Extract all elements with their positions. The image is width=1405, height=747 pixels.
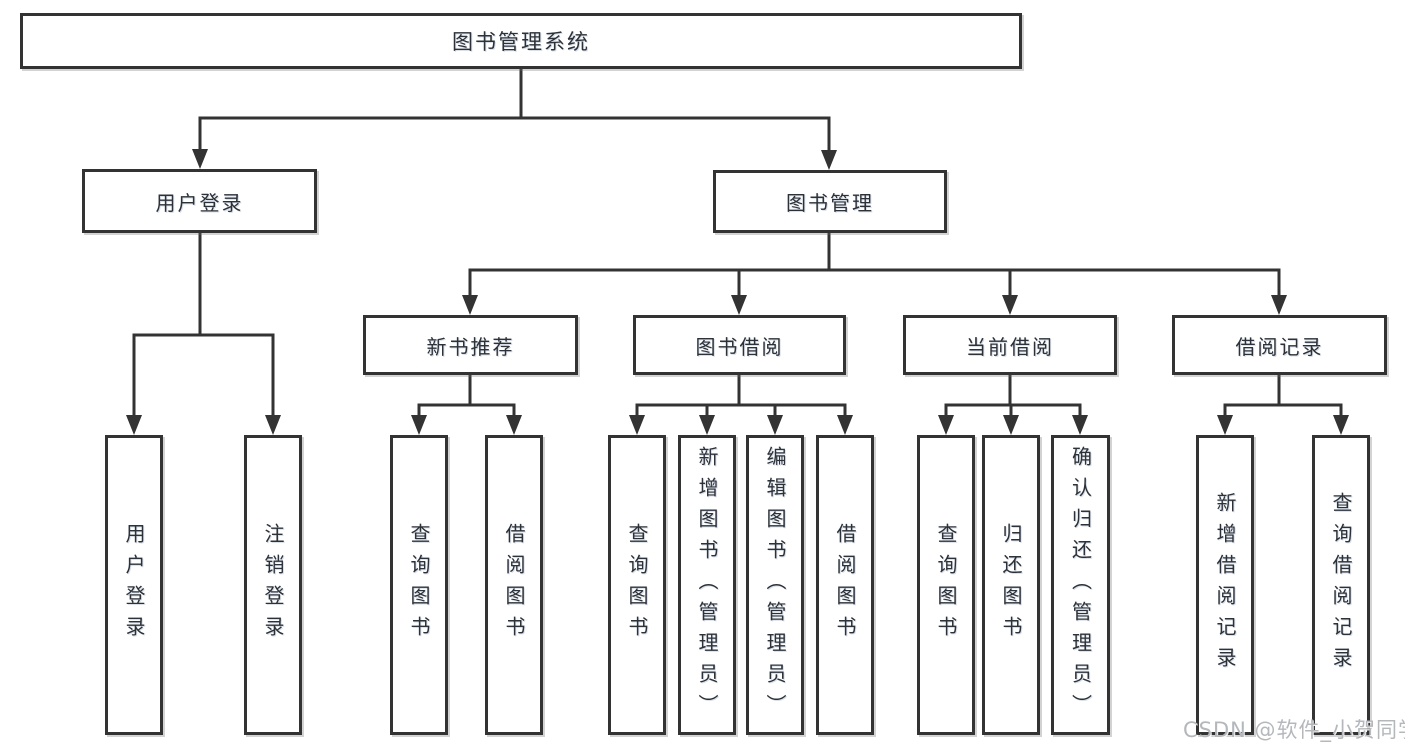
node-user-login: 用户登录 (82, 169, 317, 233)
node-leaf-borrow-books-2: 借阅图书 (816, 435, 874, 735)
node-label: 注销登录 (261, 523, 285, 647)
node-label: 查询借阅记录 (1329, 492, 1353, 678)
node-label: 用户登录 (155, 190, 244, 215)
arrowhead-icon (1072, 415, 1088, 435)
node-leaf-add-borrow-record: 新增借阅记录 (1196, 435, 1254, 735)
node-leaf-edit-books-admin: 编辑图书（管理员） (746, 435, 804, 735)
arrowhead-icon (938, 415, 954, 435)
arrowhead-icon (767, 415, 783, 435)
node-leaf-logout: 注销登录 (244, 435, 302, 735)
arrowhead-icon (1002, 295, 1018, 315)
node-leaf-query-books-1: 查询图书 (390, 435, 448, 735)
node-leaf-confirm-return-admin: 确认归还（管理员） (1051, 435, 1110, 735)
csdn-watermark: CSDN @软件_小贺同学 (1183, 718, 1405, 742)
node-leaf-user-login: 用户登录 (105, 435, 163, 735)
node-label: 新书推荐 (426, 334, 515, 359)
node-new-book-recommend: 新书推荐 (363, 315, 578, 375)
node-label: 图书借阅 (695, 334, 784, 359)
arrowhead-icon (192, 149, 208, 169)
node-label: 新增借阅记录 (1213, 492, 1237, 678)
node-label: 查询图书 (625, 523, 649, 647)
node-label: 新增图书（管理员） (695, 445, 719, 725)
node-library-management-system: 图书管理系统 (20, 13, 1022, 69)
node-label: 查询图书 (934, 523, 958, 647)
node-book-management: 图书管理 (713, 170, 947, 233)
node-label: 用户登录 (122, 523, 146, 647)
arrowhead-icon (126, 415, 142, 435)
node-label: 图书管理 (786, 191, 874, 215)
arrowhead-icon (731, 295, 747, 315)
arrowhead-icon (1003, 415, 1019, 435)
node-leaf-borrow-books-1: 借阅图书 (485, 435, 543, 735)
arrowhead-icon (462, 295, 478, 315)
node-label: 借阅记录 (1235, 334, 1324, 359)
node-label: 归还图书 (999, 523, 1023, 647)
node-label: 编辑图书（管理员） (763, 445, 787, 725)
arrowhead-icon (1217, 415, 1233, 435)
arrowhead-icon (1271, 295, 1287, 315)
node-leaf-return-books: 归还图书 (982, 435, 1040, 735)
arrowhead-icon (629, 415, 645, 435)
node-borrow-records: 借阅记录 (1172, 315, 1387, 375)
node-label: 借阅图书 (833, 523, 857, 647)
arrowhead-icon (265, 415, 281, 435)
node-label: 当前借阅 (966, 334, 1054, 359)
node-book-borrowing: 图书借阅 (633, 315, 846, 375)
node-current-borrowing: 当前借阅 (903, 315, 1117, 375)
node-label: 查询图书 (407, 523, 431, 647)
arrowhead-icon (699, 415, 715, 435)
node-label: 借阅图书 (502, 523, 526, 647)
node-label: 确认归还（管理员） (1068, 445, 1093, 725)
node-leaf-query-books-3: 查询图书 (917, 435, 975, 735)
node-leaf-query-borrow-record: 查询借阅记录 (1312, 435, 1370, 735)
node-label: 图书管理系统 (452, 30, 590, 54)
node-leaf-query-books-2: 查询图书 (608, 435, 666, 735)
arrowhead-icon (411, 415, 427, 435)
arrowhead-icon (821, 150, 837, 170)
arrowhead-icon (1333, 415, 1349, 435)
arrowhead-icon (837, 415, 853, 435)
node-leaf-add-books-admin: 新增图书（管理员） (678, 435, 736, 735)
arrowhead-icon (506, 415, 522, 435)
